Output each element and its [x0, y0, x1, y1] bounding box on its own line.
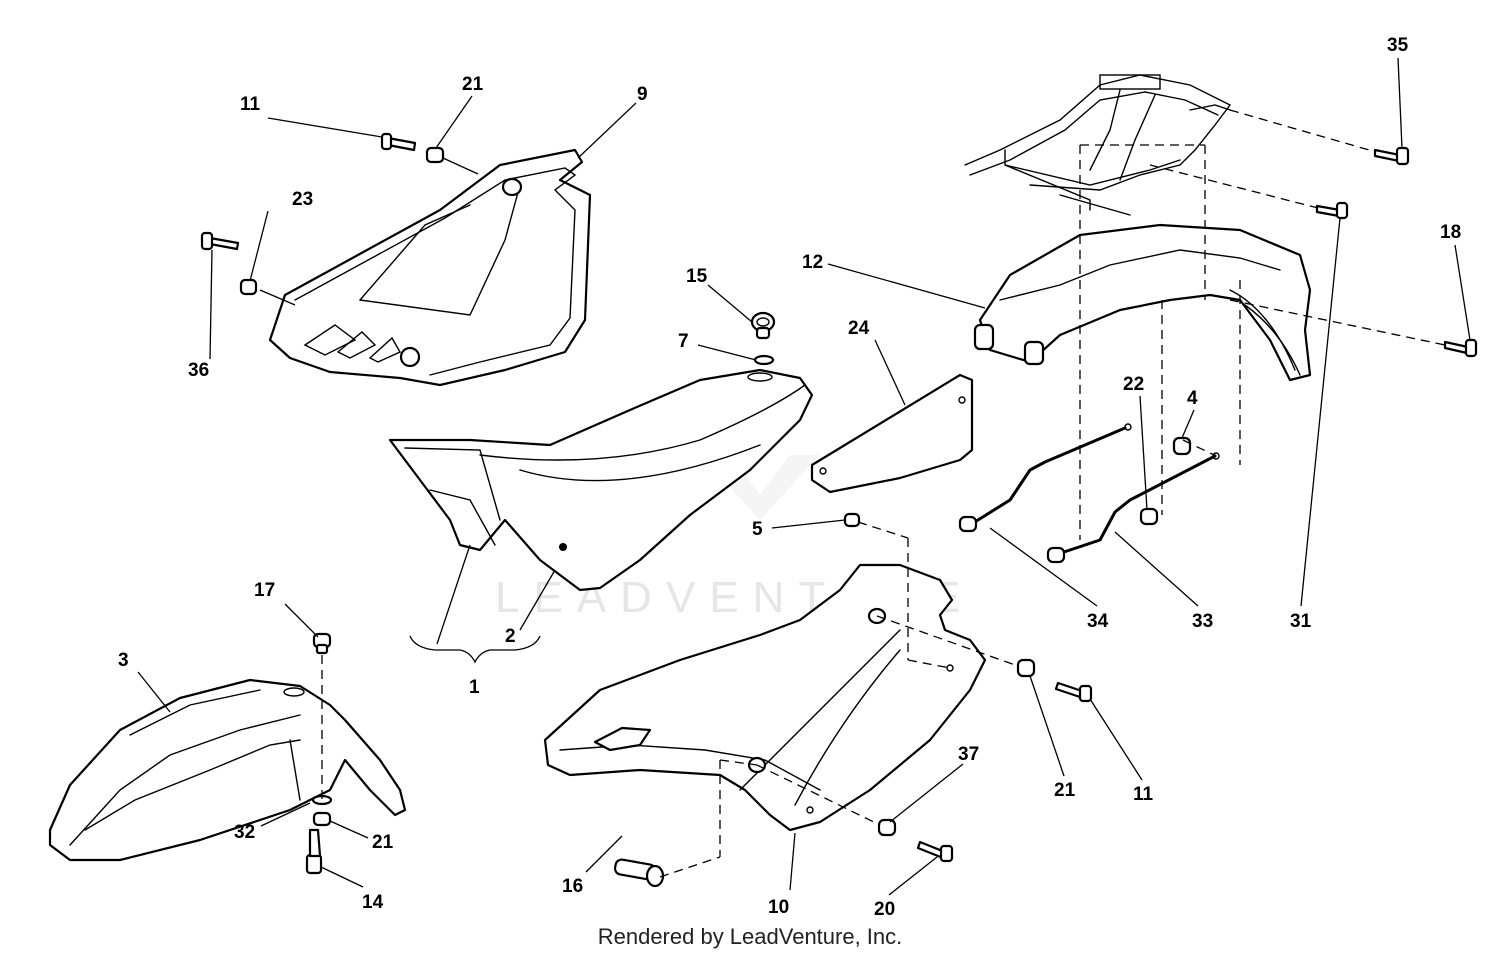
callout-18: 18 — [1440, 222, 1461, 243]
front-fender-3 — [48, 678, 407, 862]
callout-34: 34 — [1087, 611, 1109, 632]
callout-11: 11 — [1133, 784, 1154, 805]
callout-15: 15 — [686, 266, 708, 287]
callout-31: 31 — [1290, 611, 1312, 632]
callout-22: 22 — [1123, 374, 1144, 395]
callout-23: 23 — [292, 189, 313, 210]
heat-shield-24 — [810, 373, 974, 494]
callout-21: 21 — [372, 832, 394, 853]
callout-14: 14 — [362, 892, 384, 913]
callout-24: 24 — [848, 318, 870, 339]
callout-33: 33 — [1192, 611, 1213, 632]
dashed-lines — [321, 109, 1446, 878]
callouts: 11 21 9 23 36 15 7 12 24 5 17 3 2 1 32 2… — [118, 35, 1461, 920]
callout-16: 16 — [562, 876, 583, 897]
rear-fender-12 — [973, 223, 1312, 382]
hardware — [200, 132, 1478, 888]
side-cover-9 — [268, 148, 592, 387]
callout-10: 10 — [768, 897, 789, 918]
callout-11: 11 — [240, 94, 261, 115]
callout-9: 9 — [637, 84, 648, 105]
callout-21: 21 — [1054, 780, 1076, 801]
callout-37: 37 — [958, 744, 979, 765]
rear-frame — [964, 74, 1232, 216]
leader-lines — [137, 57, 1471, 896]
callout-2: 2 — [505, 626, 516, 647]
callout-17: 17 — [254, 580, 275, 601]
callout-4: 4 — [1187, 388, 1198, 409]
callout-7: 7 — [678, 331, 689, 352]
callout-12: 12 — [802, 252, 823, 273]
footer-credit: Rendered by LeadVenture, Inc. — [597, 924, 903, 949]
callout-1: 1 — [469, 677, 480, 698]
seat-2 — [388, 368, 814, 592]
callout-35: 35 — [1387, 35, 1409, 56]
callout-36: 36 — [188, 360, 209, 381]
callout-5: 5 — [752, 519, 763, 540]
callout-20: 20 — [874, 899, 895, 920]
callout-32: 32 — [234, 822, 255, 843]
callout-21: 21 — [462, 74, 484, 95]
callout-3: 3 — [118, 650, 129, 671]
